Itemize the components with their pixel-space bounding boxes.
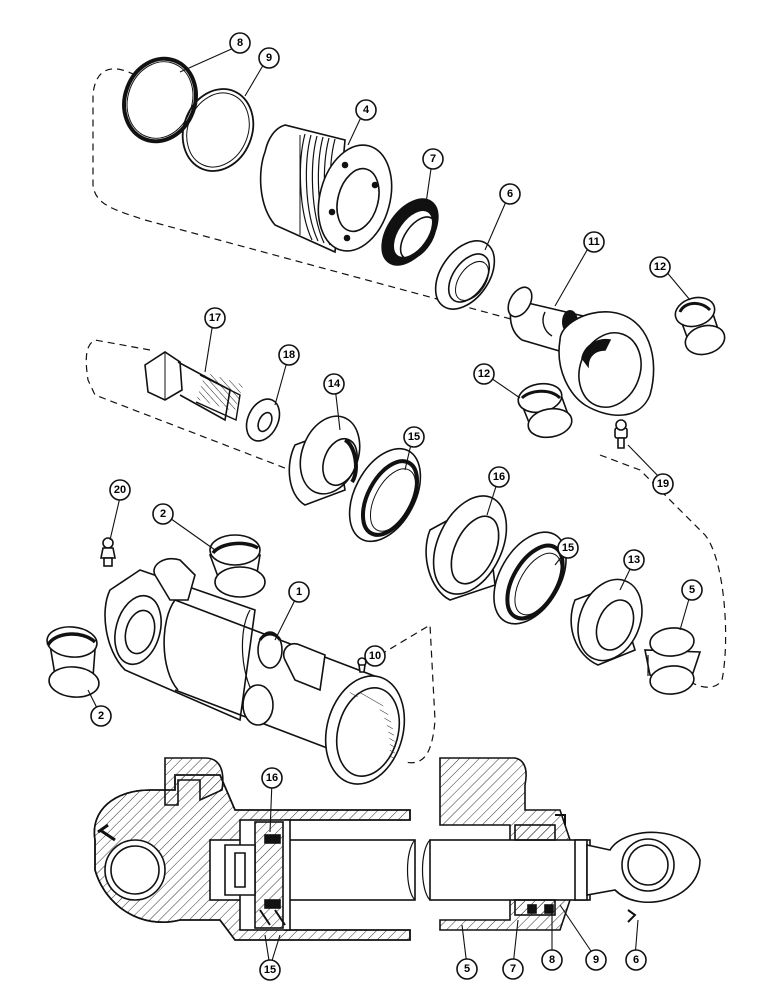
callout-12-upper: 12 <box>649 256 671 278</box>
dashed-assembly-line-lower <box>379 623 436 764</box>
part-13-bearing <box>570 578 643 666</box>
callout-16-label: 16 <box>493 471 505 483</box>
callout-5: 5 <box>681 579 703 601</box>
part-4-rod-gland <box>259 124 393 254</box>
part-2-bushing-upper <box>208 534 266 598</box>
callout-11-label: 11 <box>588 236 600 248</box>
part-16-wear-ring <box>425 495 508 601</box>
callout-section-8-label: 8 <box>549 954 555 966</box>
callout-4: 4 <box>355 99 377 121</box>
callout-6-label: 6 <box>507 188 513 200</box>
callout-section-16-label: 16 <box>266 772 278 784</box>
part-9-backup-ring <box>181 88 255 172</box>
part-11-piston-rod-eye <box>507 286 655 416</box>
callout-7-label: 7 <box>430 153 436 165</box>
part-5-bushing <box>644 627 702 695</box>
callout-10-label: 10 <box>369 650 381 662</box>
part-1-cylinder-barrel <box>104 557 406 785</box>
callout-7: 7 <box>422 148 444 170</box>
callout-15-upper: 15 <box>403 426 425 448</box>
callout-14-label: 14 <box>328 378 341 390</box>
callout-2-lower-label: 2 <box>98 710 104 722</box>
callout-section-8: 8 <box>541 949 563 971</box>
part-19-grease-fitting <box>614 419 628 449</box>
dashed-assembly-line-upper <box>92 68 571 336</box>
callout-section-6-label: 6 <box>633 954 639 966</box>
callout-17: 17 <box>204 307 226 329</box>
callout-section-5-label: 5 <box>464 963 470 975</box>
part-15-piston-seal-upper <box>348 447 422 543</box>
callout-14: 14 <box>323 373 345 395</box>
callout-15-lower-label: 15 <box>562 542 574 554</box>
callout-section-9: 9 <box>585 949 607 971</box>
part-12-bushing-right <box>674 296 726 356</box>
part-10-set-screw <box>357 657 367 673</box>
callout-8: 8 <box>229 32 251 54</box>
callout-6: 6 <box>499 183 521 205</box>
part-14-piston <box>288 415 361 506</box>
section-view-right <box>421 757 701 931</box>
callout-10: 10 <box>364 645 386 667</box>
callout-19: 19 <box>652 473 674 495</box>
callout-8-label: 8 <box>237 37 243 49</box>
callout-13: 13 <box>623 549 645 571</box>
dashed-assembly-line-middle <box>85 339 727 688</box>
callout-15-upper-label: 15 <box>408 431 420 443</box>
callout-19-label: 19 <box>657 478 669 490</box>
callout-20: 20 <box>109 479 131 501</box>
callout-12-lower: 12 <box>473 363 495 385</box>
part-18-washer <box>245 398 281 442</box>
callout-11: 11 <box>583 231 605 253</box>
callout-16: 16 <box>488 466 510 488</box>
part-6-rod-wiper <box>434 240 496 310</box>
section-view-left <box>93 757 416 941</box>
part-15-piston-seal-lower <box>493 531 567 625</box>
callout-1-label: 1 <box>296 586 302 598</box>
part-17-bolt <box>144 351 244 422</box>
callout-2-upper: 2 <box>152 503 174 525</box>
part-2-bushing-lower <box>46 626 100 698</box>
callout-17-label: 17 <box>209 312 221 324</box>
part-7-rod-seal <box>381 198 439 266</box>
callout-section-9-label: 9 <box>593 954 599 966</box>
part-20-grease-fitting <box>100 537 116 567</box>
callout-2-upper-label: 2 <box>160 508 166 520</box>
callout-12-lower-label: 12 <box>478 368 490 380</box>
callout-12-upper-label: 12 <box>654 261 666 273</box>
callout-section-15: 15 <box>259 959 281 981</box>
callout-section-16: 16 <box>261 767 283 789</box>
part-12-bushing-left <box>517 382 573 439</box>
callout-13-label: 13 <box>628 554 640 566</box>
callout-section-5: 5 <box>456 958 478 980</box>
callout-9-label: 9 <box>266 52 272 64</box>
part-8-snap-ring <box>122 56 198 144</box>
callout-15-lower: 15 <box>557 537 579 559</box>
callout-18-label: 18 <box>283 349 295 361</box>
callout-2-lower: 2 <box>90 705 112 727</box>
callout-5-label: 5 <box>689 584 695 596</box>
callout-section-6: 6 <box>625 949 647 971</box>
callout-section-7: 7 <box>502 958 524 980</box>
callout-4-label: 4 <box>363 104 370 116</box>
callout-20-label: 20 <box>114 484 126 496</box>
callout-section-15-label: 15 <box>264 964 276 976</box>
callout-section-7-label: 7 <box>510 963 516 975</box>
callout-18: 18 <box>278 344 300 366</box>
callout-9: 9 <box>258 47 280 69</box>
callout-1: 1 <box>288 581 310 603</box>
